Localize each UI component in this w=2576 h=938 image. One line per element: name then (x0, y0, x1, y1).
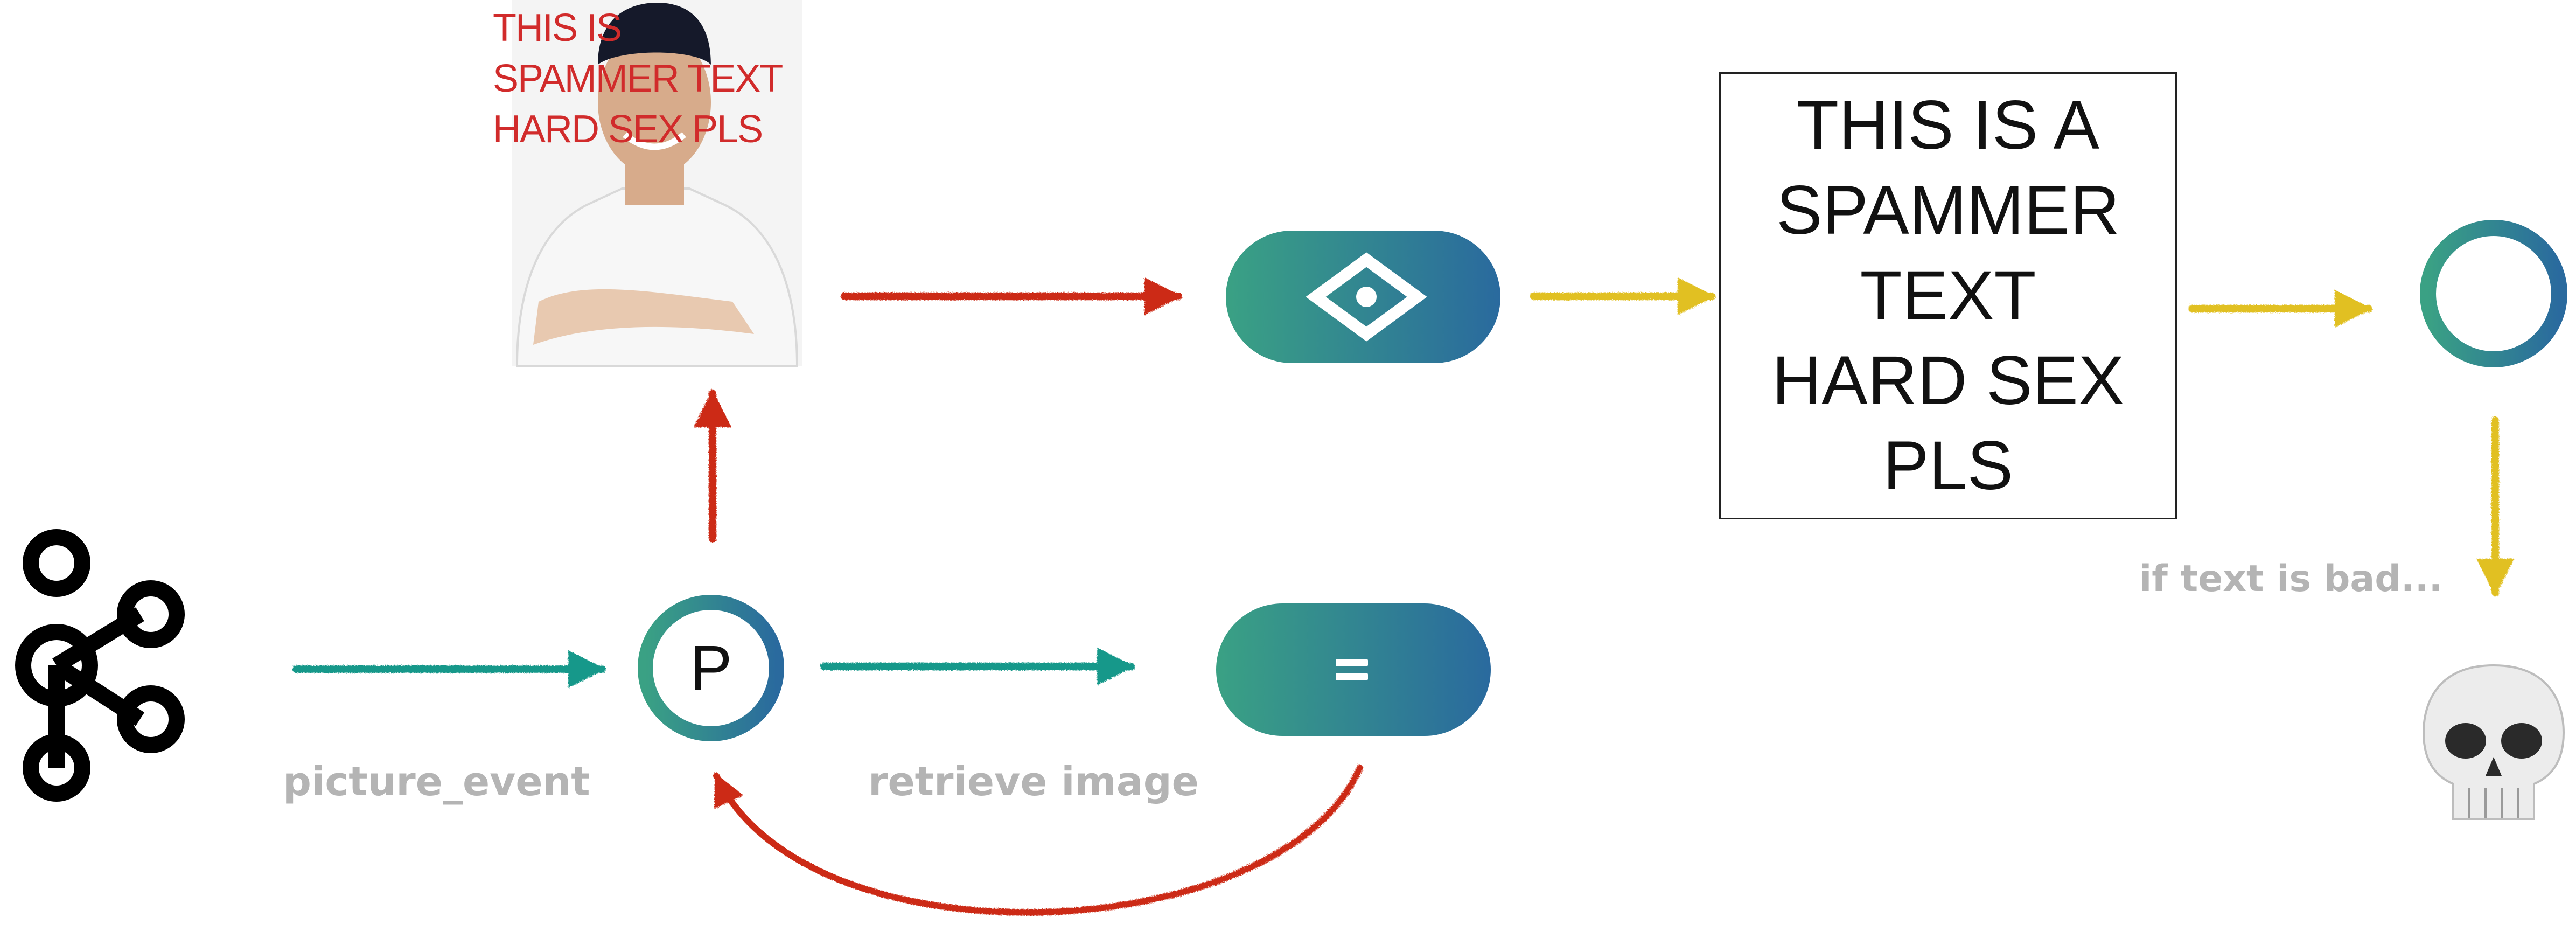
extracted-text-line: TEXT (1860, 257, 2036, 334)
skull-icon (2422, 664, 2565, 820)
extracted-text-line: PLS (1883, 427, 2013, 504)
vision-eye-icon (1306, 252, 1427, 342)
retrieve-image-label: retrieve image (868, 759, 1199, 805)
extracted-text-line: THIS IS A (1797, 87, 2099, 164)
arrow-retrieval-to-processor (713, 765, 1363, 916)
extracted-text-line: SPAMMER (1776, 172, 2120, 249)
photo-overlay-line: SPAMMER TEXT (493, 57, 783, 100)
processor-letter: P (689, 633, 732, 704)
picture-event-label: picture_event (283, 759, 590, 805)
uploaded-photo (512, 0, 802, 367)
photo-overlay-text: THIS IS SPAMMER TEXT HARD SEX PLS (493, 3, 870, 155)
result-ring-icon (2420, 220, 2567, 367)
extracted-text-line: HARD SEX (1771, 342, 2125, 419)
kafka-logo-icon (15, 529, 185, 802)
extracted-text-box: THIS IS A SPAMMER TEXT HARD SEX PLS (1719, 72, 2177, 519)
if-text-bad-label: if text is bad... (2139, 558, 2443, 600)
vision-ocr-node (1226, 231, 1500, 363)
processor-node (638, 595, 784, 741)
equals-icon (1336, 659, 1368, 680)
image-retrieval-node (1216, 603, 1491, 736)
photo-overlay-line: THIS IS (493, 6, 622, 50)
photo-overlay-line: HARD SEX PLS (493, 108, 763, 151)
